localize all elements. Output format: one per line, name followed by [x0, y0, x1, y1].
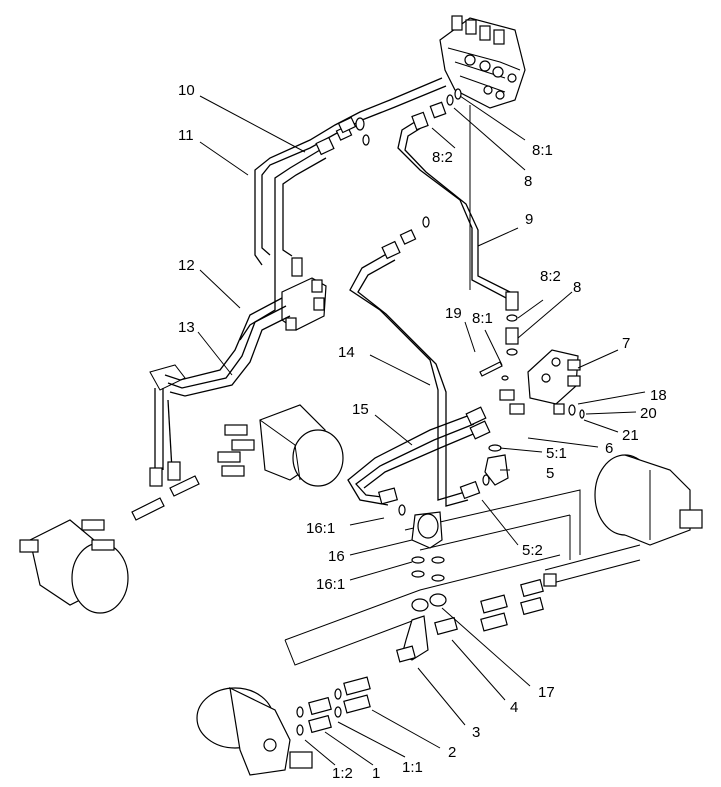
callout-1-1: 1:1: [402, 759, 423, 776]
wheel-motor-bottom: [196, 686, 313, 776]
tube-12-13: [131, 297, 291, 521]
callout-5-2: 5:2: [522, 542, 543, 559]
callout-8-2-top: 8:2: [432, 149, 453, 166]
wheel-motor-right: [594, 454, 703, 546]
callout-8-top: 8: [524, 173, 532, 190]
callout-12: 12: [178, 257, 195, 274]
fittings-5: [459, 444, 509, 500]
callout-8-1-right: 8:1: [472, 310, 493, 327]
fittings-8-right: [479, 314, 519, 381]
control-valve: [439, 15, 526, 109]
leader-lines: [197, 95, 646, 766]
callout-19: 19: [445, 305, 462, 322]
tube-14: [349, 216, 469, 507]
callout-9: 9: [525, 211, 533, 228]
fittings-17-3-4: [395, 593, 458, 663]
callout-16: 16: [328, 548, 345, 565]
callout-16-1-upper: 16:1: [306, 520, 335, 537]
callout-5-1: 5:1: [546, 445, 567, 462]
fittings-1: [296, 676, 371, 736]
callout-20: 20: [640, 405, 657, 422]
callout-14: 14: [338, 344, 355, 361]
callout-8-2-right: 8:2: [540, 268, 561, 285]
callout-15: 15: [352, 401, 369, 418]
callout-8-1-top: 8:1: [532, 142, 553, 159]
callout-13: 13: [178, 319, 195, 336]
callout-10: 10: [178, 82, 195, 99]
callout-4: 4: [510, 699, 518, 716]
tube-9: [397, 119, 519, 311]
callout-1-2: 1:2: [332, 765, 353, 782]
tube-10-11: [239, 77, 447, 341]
callout-11: 11: [178, 127, 194, 144]
fittings-right-lower: [480, 573, 557, 632]
callout-8-right: 8: [573, 279, 581, 296]
wheel-motor-left-mid: [217, 404, 344, 487]
callout-18: 18: [650, 387, 667, 404]
fittings-10: [315, 116, 370, 156]
valve-block-7: [499, 349, 585, 419]
callout-3: 3: [472, 724, 480, 741]
callout-1: 1: [372, 765, 380, 782]
callout-17: 17: [538, 684, 555, 701]
callout-7: 7: [622, 335, 630, 352]
wheel-motor-far-left: [19, 519, 129, 614]
tee-fitting-16: [377, 487, 445, 582]
tube-15: [347, 406, 491, 506]
callout-6: 6: [605, 440, 613, 457]
flow-divider-valve: [281, 257, 327, 331]
callout-16-1-lower: 16:1: [316, 576, 345, 593]
fittings-8-top: [411, 88, 462, 131]
callout-5: 5: [546, 465, 554, 482]
callout-2: 2: [448, 744, 456, 761]
callout-labels: 10 11 12 13 14 15 16:1 16 16:1 8:1 8:2 8…: [178, 82, 667, 782]
frame-bars: [284, 105, 641, 666]
callout-21: 21: [622, 427, 639, 444]
